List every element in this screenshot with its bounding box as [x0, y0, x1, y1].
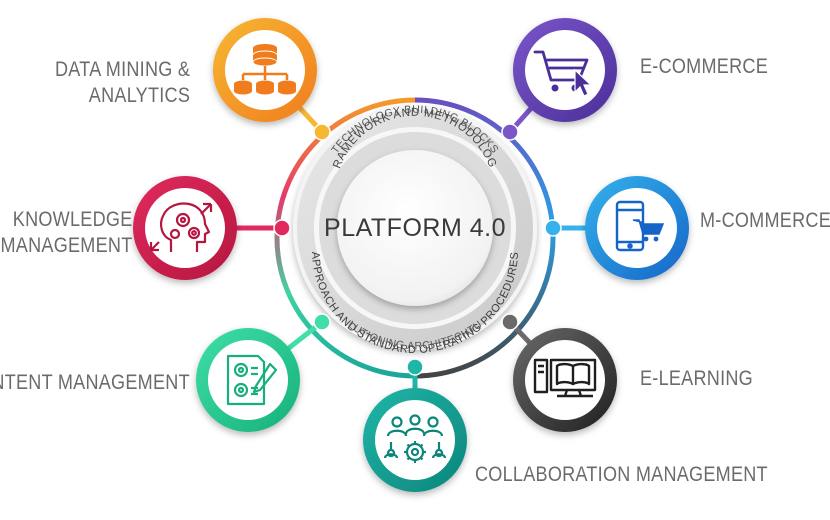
connector-dot: [544, 219, 562, 237]
connector-ring-left: [274, 97, 416, 379]
module-badge: [208, 340, 288, 420]
module-label-line: E-COMMERCE: [640, 55, 769, 78]
module-label-line: DATA MINING &: [54, 58, 190, 81]
connector-dot: [273, 219, 291, 237]
module-badge: [375, 400, 455, 480]
module-label-line: M-COMMERCE: [700, 209, 830, 232]
connector-ring-right: [414, 97, 556, 379]
computer-book-icon: [533, 358, 597, 398]
module-label-line: E-LEARNING: [640, 367, 753, 390]
cart-cursor-icon: [533, 50, 593, 97]
module-badge: [525, 30, 605, 110]
module-badge: [525, 340, 605, 420]
module-collaboration: [363, 358, 467, 492]
module-label-data-mining: DATA MINING & ANALYTICS: [55, 57, 190, 109]
module-label-line: CONTENT MANAGEMENT: [0, 371, 190, 394]
module-label-line: COLLABORATION MANAGEMENT: [475, 463, 768, 486]
module-mcommerce: [544, 176, 689, 280]
head-gears-icon: [149, 202, 213, 252]
connector-dot: [501, 313, 519, 331]
module-label-ecommerce: E-COMMERCE: [640, 54, 768, 80]
platform-title: PLATFORM 4.0: [324, 214, 506, 242]
connector-dot: [313, 123, 331, 141]
module-elearning: [501, 313, 617, 432]
connector-dot: [313, 313, 331, 331]
module-label-line: ANALYTICS: [88, 84, 190, 107]
module-ecommerce: [501, 18, 617, 141]
team-gear-icon: [383, 414, 447, 463]
module-data-mining: [213, 18, 331, 141]
mobile-cart-icon: [615, 200, 665, 252]
module-label-mcommerce: M-COMMERCE: [700, 208, 830, 234]
module-label-line: KNOWLEDGE: [13, 208, 133, 231]
connector-dot: [501, 123, 519, 141]
connector-dot: [406, 358, 424, 376]
module-badge: [597, 188, 677, 268]
module-badge: [145, 188, 225, 268]
module-label-collaboration: COLLABORATION MANAGEMENT: [475, 462, 768, 488]
module-knowledge: [133, 176, 291, 280]
module-label-knowledge: KNOWLEDGE MANAGEMENT: [1, 207, 133, 259]
document-gears-icon: [226, 354, 278, 406]
module-label-elearning: E-LEARNING: [640, 366, 753, 392]
module-label-content: CONTENT MANAGEMENT: [0, 370, 190, 396]
module-label-line: MANAGEMENT: [0, 234, 133, 257]
database-icon: [234, 44, 296, 95]
module-content: [196, 313, 331, 432]
